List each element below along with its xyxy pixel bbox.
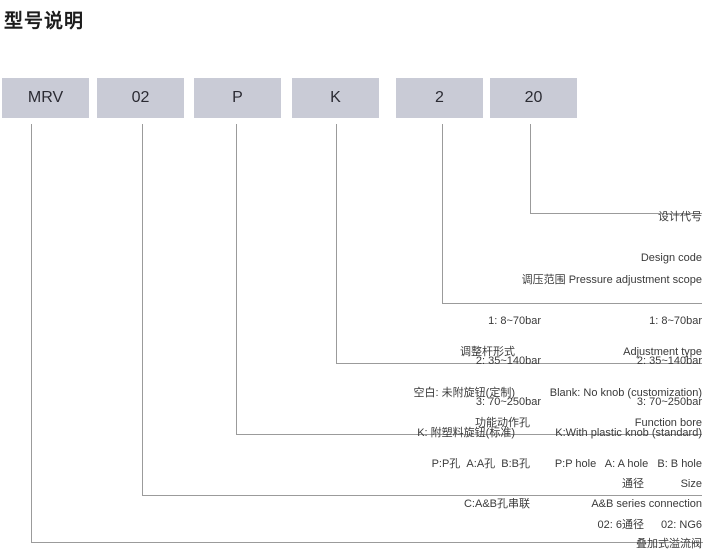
pressure-row3-cn: 3: 70~250bar (475, 395, 541, 408)
connector-vline-function-bore (236, 124, 237, 434)
pressure-row2-cn: 2: 35~140bar (475, 355, 541, 367)
pressure-row2-en: 2: 35~140bar (636, 355, 702, 367)
adjustment-row1-cn: 空白: 未附旋钮(定制) (413, 386, 515, 399)
connector-vline-design-code (530, 124, 531, 213)
connector-vline-adjustment-type (336, 124, 337, 363)
model-box-design-code: 20 (490, 78, 577, 118)
underline-pressure-scope (442, 303, 702, 304)
pressure-row1-cn: 1: 8~70bar (488, 314, 541, 327)
function-bore-row: P:P孔 A:A孔 B:B孔 P:P hole A: A hole B: B ho… (432, 458, 702, 472)
design-code-en: Design code (640, 251, 702, 264)
adjustment-type-header-row: 调整杆形式 Adjustment type (414, 346, 702, 360)
underline-size (142, 495, 702, 496)
connector-vline-pressure-scope (442, 124, 443, 303)
size-header-cn: 通径 (622, 478, 644, 490)
function-row2-cn: C:A&B孔串联 (463, 498, 530, 510)
function-row1-cn: P:P孔 A:A孔 B:B孔 (431, 457, 530, 470)
model-box-series: MRV (2, 78, 89, 118)
adjustment-type-row: K: 附塑料旋钮(标准) K:With plastic knob (standar… (414, 427, 702, 441)
pressure-row1-en: 1: 8~70bar (649, 314, 702, 327)
connector-vline-size (142, 124, 143, 495)
function-row1-en: P:P hole A: A hole B: B hole (554, 457, 702, 470)
connector-vline-series (31, 124, 32, 542)
pressure-scope-row: 1: 8~70bar 1: 8~70bar (476, 315, 702, 329)
adjustment-row1-en: Blank: No knob (customization) (549, 386, 702, 399)
adjustment-row2-cn: K: 附塑料旋钮(标准) (417, 427, 515, 439)
design-code-label-block: 设计代号 Design code (641, 184, 702, 292)
page-title: 型号说明 (4, 11, 85, 32)
size-row1-en: 02: NG6 (661, 518, 702, 531)
pressure-row3-en: 3: 70~250bar (636, 395, 702, 408)
size-row1-cn: 02: 6通径 (597, 518, 644, 531)
size-header-en: Size (680, 478, 702, 490)
product-name-cn: 叠加式溢流阀 (636, 538, 702, 550)
function-bore-header-en: Function bore (634, 417, 702, 429)
pressure-scope-row: 2: 35~140bar 2: 35~140bar (476, 355, 702, 369)
product-name-label-block: 叠加式溢流阀 Modular relief valves (601, 511, 702, 550)
adjustment-type-label-block: 调整杆形式 Adjustment type 空白: 未附旋钮(定制) Blank: … (414, 319, 702, 468)
model-box-size: 02 (97, 78, 184, 118)
model-box-pressure-scope: 2 (396, 78, 483, 118)
size-row: 02: 6通径 02: NG6 (591, 519, 702, 533)
function-bore-header-row: 功能动作孔 Function bore (432, 417, 702, 431)
design-code-cn: 设计代号 (658, 211, 702, 223)
adjustment-row2-en: K:With plastic knob (standard) (555, 427, 702, 439)
underline-adjustment-type (336, 363, 702, 364)
underline-function-bore (236, 434, 702, 435)
underline-design-code (530, 213, 702, 214)
size-header-row: 通径 Size (591, 478, 702, 492)
pressure-scope-row: 3: 70~250bar 3: 70~250bar (476, 396, 702, 410)
function-bore-row: C:A&B孔串联 A&B series connection (432, 498, 702, 512)
adjustment-type-header-cn: 调整杆形式 (460, 346, 515, 358)
pressure-scope-header: 调压范围 Pressure adjustment scope (521, 274, 702, 286)
model-box-adjustment-type: K (292, 78, 379, 118)
function-bore-label-block: 功能动作孔 Function bore P:P孔 A:A孔 B:B孔 P:P hol… (432, 390, 702, 539)
adjustment-type-row: 空白: 未附旋钮(定制) Blank: No knob (customizatio… (414, 387, 702, 401)
pressure-scope-label-block: 调压范围 Pressure adjustment scope 1: 8~70ba… (476, 247, 702, 436)
function-row2-en: A&B series connection (591, 498, 702, 510)
adjustment-type-header-en: Adjustment type (623, 346, 702, 358)
model-box-function-bore: P (194, 78, 281, 118)
underline-series (31, 542, 703, 543)
function-bore-header-cn: 功能动作孔 (475, 417, 530, 429)
